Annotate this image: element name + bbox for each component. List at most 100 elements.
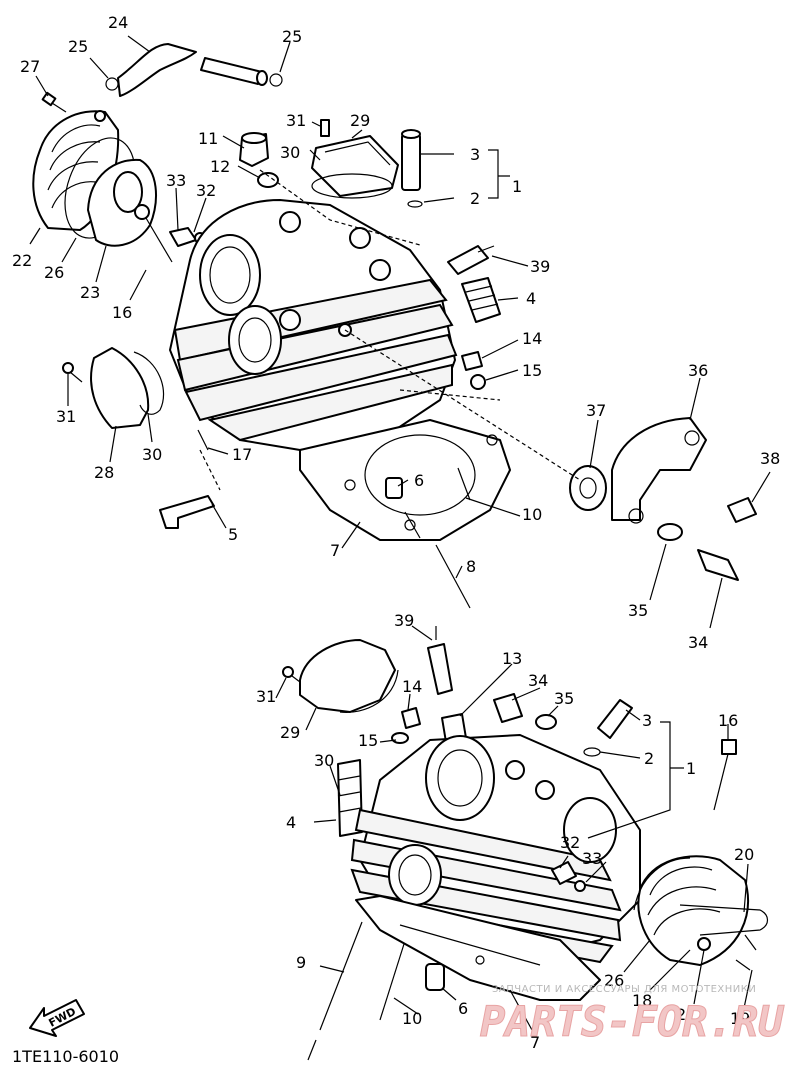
studs-bottom bbox=[307, 921, 405, 1061]
callout: 20 bbox=[734, 845, 754, 864]
callout: 35 bbox=[628, 601, 648, 620]
fwd-arrow-icon: FWD bbox=[29, 999, 85, 1037]
valve-guide-bottom bbox=[583, 699, 633, 757]
callout: 3 bbox=[642, 711, 652, 730]
callout: 1 bbox=[512, 177, 522, 196]
callout: 26 bbox=[604, 971, 624, 990]
callout: 27 bbox=[20, 57, 40, 76]
callout: 31 bbox=[256, 687, 276, 706]
callout: 17 bbox=[232, 445, 252, 464]
nut-washer bbox=[461, 351, 486, 390]
callout: 23 bbox=[80, 283, 100, 302]
callout: 2 bbox=[470, 189, 480, 208]
bolt bbox=[41, 91, 67, 113]
top-cover bbox=[311, 119, 399, 199]
stud-and-pipe bbox=[159, 429, 215, 529]
callout: 4 bbox=[526, 289, 536, 308]
callout: 29 bbox=[350, 111, 370, 130]
valve-guide bbox=[401, 129, 423, 208]
callout: 34 bbox=[528, 671, 548, 690]
callout: 16 bbox=[718, 711, 738, 730]
small-bracket-bottom bbox=[551, 861, 586, 892]
leader-lines-top bbox=[29, 35, 771, 629]
callout: 39 bbox=[530, 257, 550, 276]
callout: 31 bbox=[56, 407, 76, 426]
breather-hose bbox=[117, 43, 268, 97]
callout: 5 bbox=[228, 525, 238, 544]
watermark-text: ЗАПЧАСТИ И АКСЕССУАРЫ ДЛЯ МОТОТЕХНИКИ bbox=[492, 984, 756, 995]
callout: 35 bbox=[554, 689, 574, 708]
callout: 14 bbox=[522, 329, 542, 348]
gasket-plate bbox=[64, 137, 157, 247]
callout: 30 bbox=[314, 751, 334, 770]
stud-bolts bbox=[404, 467, 471, 609]
callout: 28 bbox=[94, 463, 114, 482]
head-gasket-bottom bbox=[355, 895, 601, 1001]
callout: 18 bbox=[632, 991, 652, 1010]
callout: 2 bbox=[644, 749, 654, 768]
dowel-pin-bottom bbox=[425, 963, 445, 991]
cylinder-head-bottom bbox=[350, 734, 641, 964]
callout: 10 bbox=[402, 1009, 422, 1028]
callout: 15 bbox=[522, 361, 542, 380]
callout: 9 bbox=[296, 953, 306, 972]
callout: 3 bbox=[470, 145, 480, 164]
callout: 39 bbox=[394, 611, 414, 630]
callout: 1 bbox=[686, 759, 696, 778]
callout: 31 bbox=[286, 111, 306, 130]
callout: 6 bbox=[414, 471, 424, 490]
watermark: ЗАПЧАСТИ И АКСЕССУАРЫ ДЛЯ МОТОТЕХНИКИ PA… bbox=[480, 984, 786, 1047]
callout: 6 bbox=[458, 999, 468, 1018]
callout: 26 bbox=[44, 263, 64, 282]
callout: 32 bbox=[560, 833, 580, 852]
callout: 36 bbox=[688, 361, 708, 380]
callouts-top: 24 25 25 27 31 29 3 11 30 12 2 1 33 32 3… bbox=[12, 13, 780, 652]
cylinder-head-top bbox=[169, 199, 458, 451]
callout: 25 bbox=[282, 27, 302, 46]
callout: 29 bbox=[280, 723, 300, 742]
callout: 33 bbox=[166, 171, 186, 190]
tappet-cover-right bbox=[633, 855, 769, 971]
valve-spring-bottom bbox=[337, 759, 363, 837]
callout: 25 bbox=[68, 37, 88, 56]
long-bolt bbox=[134, 204, 173, 263]
long-bolt-bottom bbox=[713, 739, 737, 811]
engine-bracket bbox=[569, 417, 757, 581]
callout: 4 bbox=[286, 813, 296, 832]
callout: 22 bbox=[12, 251, 32, 270]
document-code: 1TE110-6010 bbox=[12, 1047, 119, 1066]
nuts-washers-bottom bbox=[391, 693, 557, 744]
side-cover-left bbox=[62, 347, 165, 429]
cap bbox=[239, 132, 279, 188]
spark-plug bbox=[447, 245, 495, 275]
callout: 30 bbox=[280, 143, 300, 162]
callout: 15 bbox=[358, 731, 378, 750]
callout: 24 bbox=[108, 13, 128, 32]
callout: 12 bbox=[210, 157, 230, 176]
callout: 38 bbox=[760, 449, 780, 468]
leader-lines-bottom bbox=[275, 625, 753, 1031]
callout: 7 bbox=[530, 1033, 540, 1052]
watermark-logo: PARTS-FOR.RU bbox=[480, 997, 785, 1046]
spark-plug-bottom bbox=[427, 626, 453, 695]
hose-clip bbox=[105, 73, 283, 91]
top-cover-bottom-view bbox=[282, 639, 399, 713]
callout: 32 bbox=[196, 181, 216, 200]
callout: 10 bbox=[522, 505, 542, 524]
callout: 34 bbox=[688, 633, 708, 652]
callout: 8 bbox=[466, 557, 476, 576]
callout: 13 bbox=[502, 649, 522, 668]
callout: 14 bbox=[402, 677, 422, 696]
callouts-bottom: 39 13 34 14 35 31 3 16 29 15 2 1 30 4 32… bbox=[256, 611, 754, 1052]
callout: 16 bbox=[112, 303, 132, 322]
callout: 11 bbox=[198, 129, 218, 148]
valve-spring bbox=[461, 277, 501, 323]
callout: 7 bbox=[330, 541, 340, 560]
dowel-pin bbox=[385, 477, 403, 499]
callout: 21 bbox=[676, 1005, 696, 1024]
callout: 19 bbox=[730, 1009, 750, 1028]
callout: 30 bbox=[142, 445, 162, 464]
callout: 37 bbox=[586, 401, 606, 420]
